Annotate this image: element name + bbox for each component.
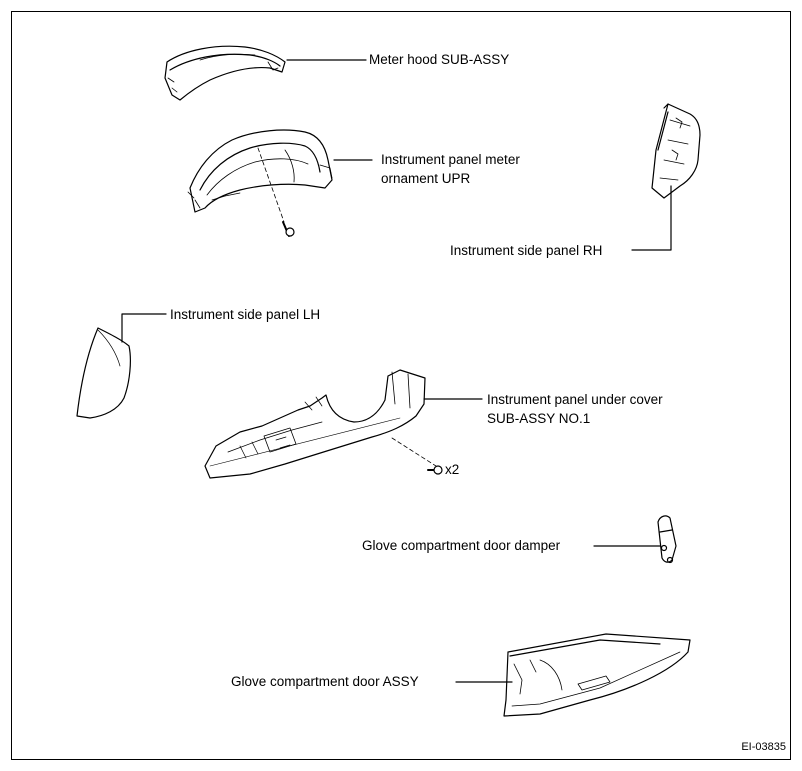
- label-screw-qty: x2: [445, 462, 460, 477]
- label-under-cover-line2: SUB-ASSY NO.1: [487, 411, 591, 426]
- leader-side-panel-lh: [121, 313, 167, 343]
- meter-hood-part: [164, 45, 286, 101]
- label-glove-door: Glove compartment door ASSY: [231, 674, 419, 689]
- label-meter-hood: Meter hood SUB-ASSY: [369, 52, 510, 67]
- label-side-panel-rh: Instrument side panel RH: [450, 243, 603, 258]
- side-panel-lh-part: [76, 327, 131, 419]
- label-meter-ornament-line2: ornament UPR: [381, 171, 471, 186]
- label-meter-ornament-line1: Instrument panel meter: [381, 152, 520, 167]
- label-side-panel-lh: Instrument side panel LH: [170, 307, 321, 322]
- side-panel-rh-part: [651, 103, 701, 199]
- glove-door-part: [503, 633, 691, 717]
- under-cover-screw-axis: [391, 437, 437, 467]
- under-cover-part: [204, 369, 426, 479]
- meter-ornament-part: [187, 129, 333, 213]
- ornament-screw-icon: [282, 221, 295, 237]
- figure-code: EI-03835: [741, 741, 786, 753]
- under-cover-screw-icon: [427, 465, 443, 475]
- ornament-screw-axis: [257, 147, 285, 223]
- diagram-frame: [11, 11, 791, 760]
- door-damper-part: [657, 515, 677, 564]
- label-door-damper: Glove compartment door damper: [362, 538, 561, 553]
- label-under-cover-line1: Instrument panel under cover: [487, 392, 663, 407]
- leader-side-panel-rh: [631, 185, 672, 251]
